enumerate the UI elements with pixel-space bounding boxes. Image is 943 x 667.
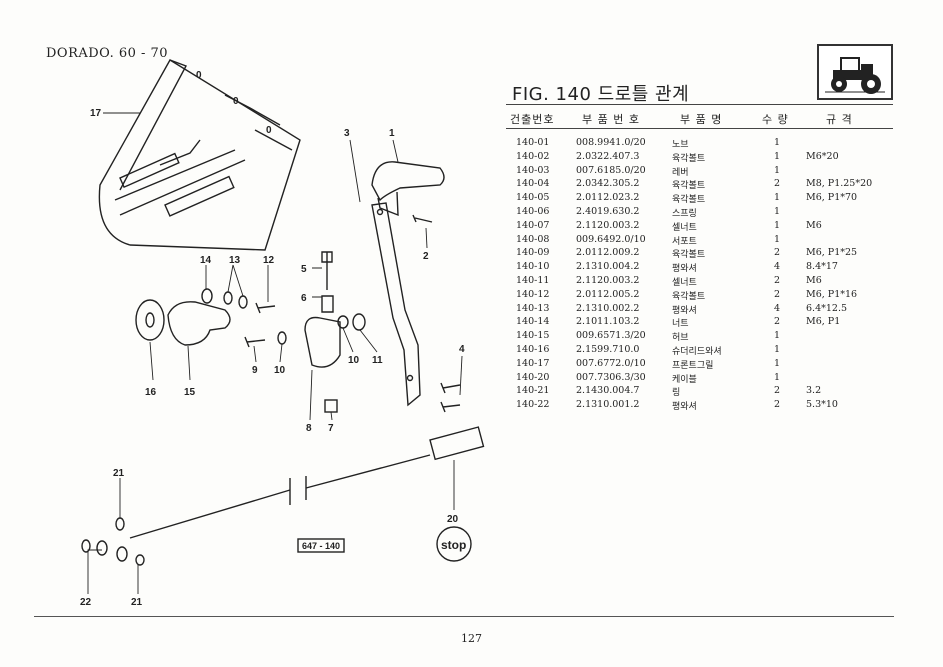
tractor-icon	[817, 44, 893, 100]
callout-6: 6	[301, 293, 307, 304]
column-header-qty: 수 량	[762, 113, 789, 126]
grill-mark-0: 0	[233, 96, 239, 107]
column-header-part-name: 부 품 명	[680, 113, 723, 126]
callout-4: 4	[459, 344, 465, 355]
column-header-ref-no: 건출번호	[510, 113, 555, 126]
lever-knob-part	[371, 161, 445, 202]
thrust-washer-part	[135, 299, 165, 341]
reference-box-label: 647 - 140	[302, 541, 340, 551]
lever-rod-part	[371, 202, 421, 407]
page-number: 127	[461, 632, 482, 645]
throttle-cable-part	[129, 454, 431, 539]
support-part	[304, 316, 341, 368]
callout-14: 14	[200, 255, 212, 266]
stop-label: stop	[441, 538, 466, 552]
callout-10: 10	[274, 365, 286, 376]
callout-12: 12	[263, 255, 275, 266]
callout-8: 8	[306, 423, 312, 434]
callout-1: 1	[389, 128, 395, 139]
column-header-part-no: 부 품 번 호	[582, 113, 640, 126]
hub-part	[167, 301, 231, 346]
exploded-parts-diagram: 17 3 1 2 5 6 14 13 12 16 15 9 10 10 11 4…	[80, 59, 485, 608]
figure-title: FIG. 140 드로틀 관계	[512, 84, 690, 105]
callout-10: 10	[348, 355, 360, 366]
grill-mark-0: 0	[266, 125, 272, 136]
callout-2: 2	[423, 251, 429, 262]
column-header-spec: 규 격	[826, 113, 853, 126]
callout-9: 9	[252, 365, 258, 376]
table-header-rule	[506, 128, 893, 129]
front-grill-part	[98, 59, 301, 251]
callout-22: 22	[80, 597, 92, 608]
callout-16: 16	[145, 387, 157, 398]
callout-20: 20	[447, 514, 459, 525]
callout-13: 13	[229, 255, 241, 266]
table-top-rule	[506, 104, 893, 105]
callout-11: 11	[372, 355, 383, 366]
callout-21: 21	[113, 468, 125, 479]
callout-17: 17	[90, 108, 102, 119]
model-label: DORADO. 60 - 70	[46, 46, 169, 61]
bottom-rule	[34, 616, 894, 617]
callout-5: 5	[301, 264, 307, 275]
callout-3: 3	[344, 128, 350, 139]
callout-15: 15	[184, 387, 196, 398]
grill-mark-0: 0	[196, 70, 202, 81]
callout-7: 7	[328, 423, 334, 434]
callout-21: 21	[131, 597, 143, 608]
